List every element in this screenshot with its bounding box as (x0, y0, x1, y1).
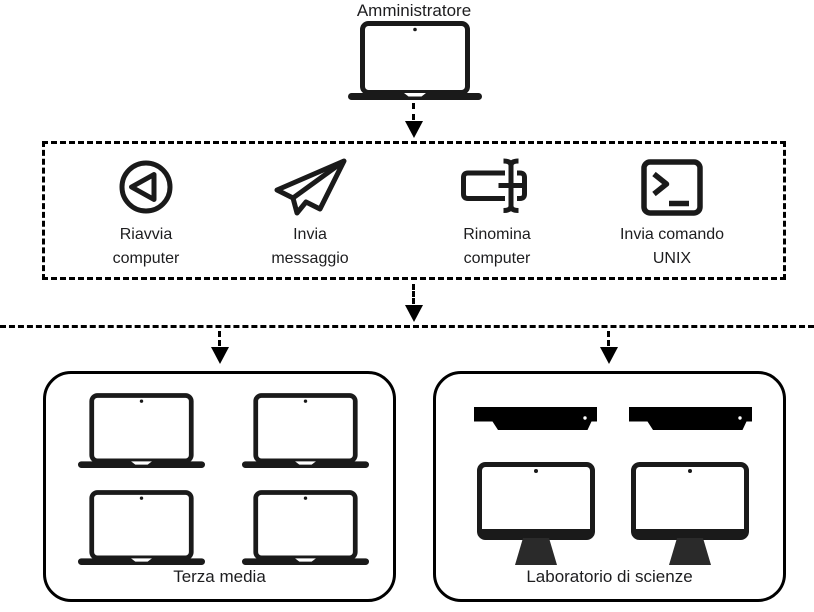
command-unix-label: Invia comando UNIX (619, 226, 725, 267)
group-laboratorio-label: Laboratorio di scienze (526, 567, 693, 586)
desktop-icon (477, 462, 595, 565)
arrow-admin-to-commands-stem (412, 103, 415, 120)
paper-plane-icon (272, 156, 348, 218)
laptop-icon (242, 490, 369, 566)
arrow-to-terza-media-head (211, 347, 229, 364)
administrator-laptop-icon (348, 21, 482, 101)
group-laboratorio: Laboratorio di scienze (433, 371, 786, 602)
arrow-commands-to-network-head (405, 305, 423, 322)
administrator-label: Amministratore (356, 1, 472, 20)
server-icon (629, 407, 752, 431)
desktop-icon (631, 462, 749, 565)
arrow-admin-to-commands-head (405, 121, 423, 138)
network-line (0, 325, 814, 328)
command-restart-label: Riavvia computer (112, 226, 180, 267)
laptop-icon (78, 490, 205, 566)
group-terza-media: Terza media (43, 371, 396, 602)
command-unix: Invia comando UNIX (597, 156, 747, 271)
laptop-icon (242, 393, 369, 469)
commands-box (42, 141, 786, 280)
command-send-message-label: Invia messaggio (271, 226, 349, 267)
command-restart: Riavvia computer (71, 156, 221, 271)
rename-text-field-icon (459, 156, 535, 218)
command-rename: Rinomina computer (422, 156, 572, 271)
server-icon (474, 407, 597, 431)
arrow-to-laboratorio-stem (607, 331, 610, 346)
arrow-to-laboratorio-head (600, 347, 618, 364)
restart-icon (117, 156, 175, 218)
command-rename-label: Rinomina computer (463, 226, 531, 267)
group-terza-media-label: Terza media (173, 567, 266, 586)
command-send-message: Invia messaggio (235, 156, 385, 271)
terminal-icon (641, 156, 703, 218)
arrow-commands-to-network-stem (412, 284, 415, 304)
arrow-to-terza-media-stem (218, 331, 221, 346)
laptop-icon (78, 393, 205, 469)
